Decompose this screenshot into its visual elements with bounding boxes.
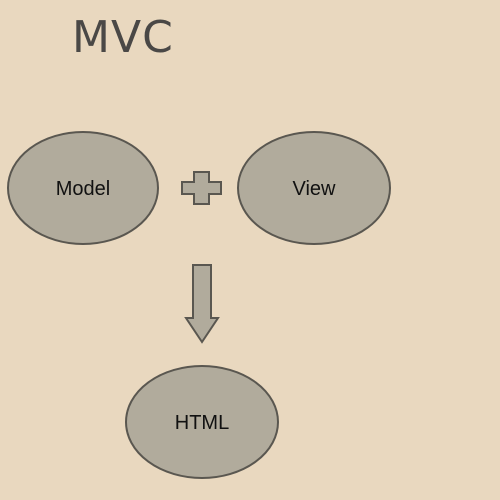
html-label: HTML bbox=[175, 412, 229, 434]
view-ellipse bbox=[237, 131, 391, 245]
plus-icon bbox=[181, 171, 222, 205]
slide-title: MVC bbox=[72, 12, 174, 63]
model-node: Model bbox=[7, 131, 159, 245]
model-ellipse bbox=[7, 131, 159, 245]
view-label: View bbox=[293, 178, 337, 200]
html-node: HTML bbox=[125, 365, 279, 479]
html-ellipse bbox=[125, 365, 279, 479]
model-label: Model bbox=[56, 178, 110, 200]
down-arrow-icon bbox=[184, 264, 220, 344]
view-node: View bbox=[237, 131, 391, 245]
